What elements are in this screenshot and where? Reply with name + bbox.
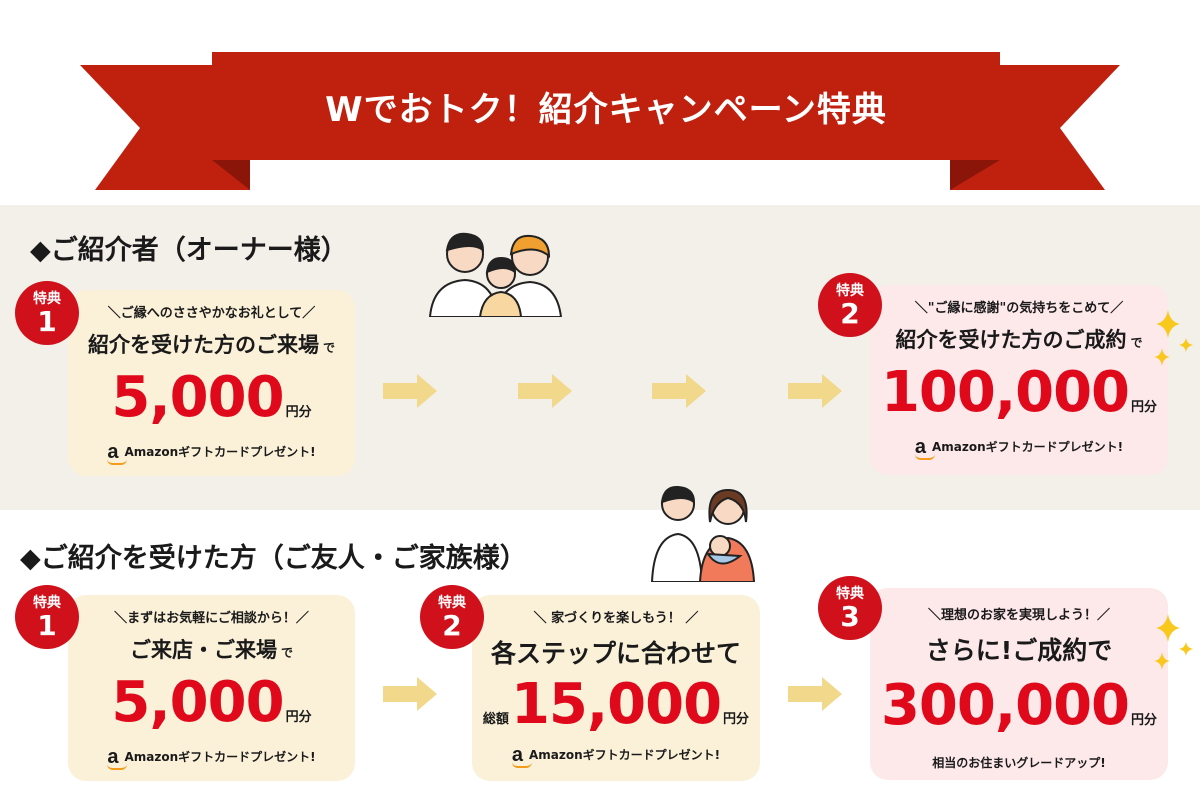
benefit-note: 相当のお住まいグレードアップ! xyxy=(932,755,1106,770)
couple-with-baby-illustration xyxy=(650,485,756,582)
arrow-right-icon xyxy=(518,374,572,408)
sparkle-icon xyxy=(1154,310,1193,366)
benefit-subtitle: ＼理想のお家を実現しよう！／ xyxy=(927,608,1110,623)
benefit-subtitle: ＼まずはお気軽にご相談から！／ xyxy=(114,611,309,626)
campaign-title: Wでおトク！紹介キャンペーン特典 xyxy=(212,52,1000,160)
amazon-logo-icon: a xyxy=(107,440,128,465)
benefit-subtitle: ＼"ご縁に感謝"の気持ちをこめて／ xyxy=(914,301,1124,316)
amazon-logo-icon: a xyxy=(511,743,533,768)
owner-heading: ◆ご紹介者（オーナー様） xyxy=(30,235,348,266)
arrow-right-icon xyxy=(652,374,706,408)
family-illustration xyxy=(428,232,563,317)
benefit-main: 各ステップに合わせて xyxy=(490,639,741,668)
arrow-right-icon xyxy=(383,374,437,408)
amazon-logo-icon: a xyxy=(107,745,128,770)
benefit-main: ご来店・ご来場で xyxy=(129,638,293,662)
benefit-main: 紹介を受けた方のご成約で xyxy=(895,328,1143,352)
benefit-main: 紹介を受けた方のご来場で xyxy=(87,333,335,357)
sparkle-icon xyxy=(1154,614,1193,670)
arrow-right-icon xyxy=(383,677,437,711)
benefit-subtitle: ＼ご縁へのささやかなお礼として／ xyxy=(107,306,316,321)
friend-heading: ◆ご紹介を受けた方（ご友人・ご家族様） xyxy=(20,543,527,574)
arrow-right-icon xyxy=(788,677,842,711)
benefit-subtitle: ＼ 家づくりを楽しもう！ ／ xyxy=(533,611,699,626)
arrow-right-icon xyxy=(788,374,842,408)
benefit-main: さらに!ご成約で xyxy=(925,636,1113,665)
amazon-logo-icon: a xyxy=(914,435,936,460)
